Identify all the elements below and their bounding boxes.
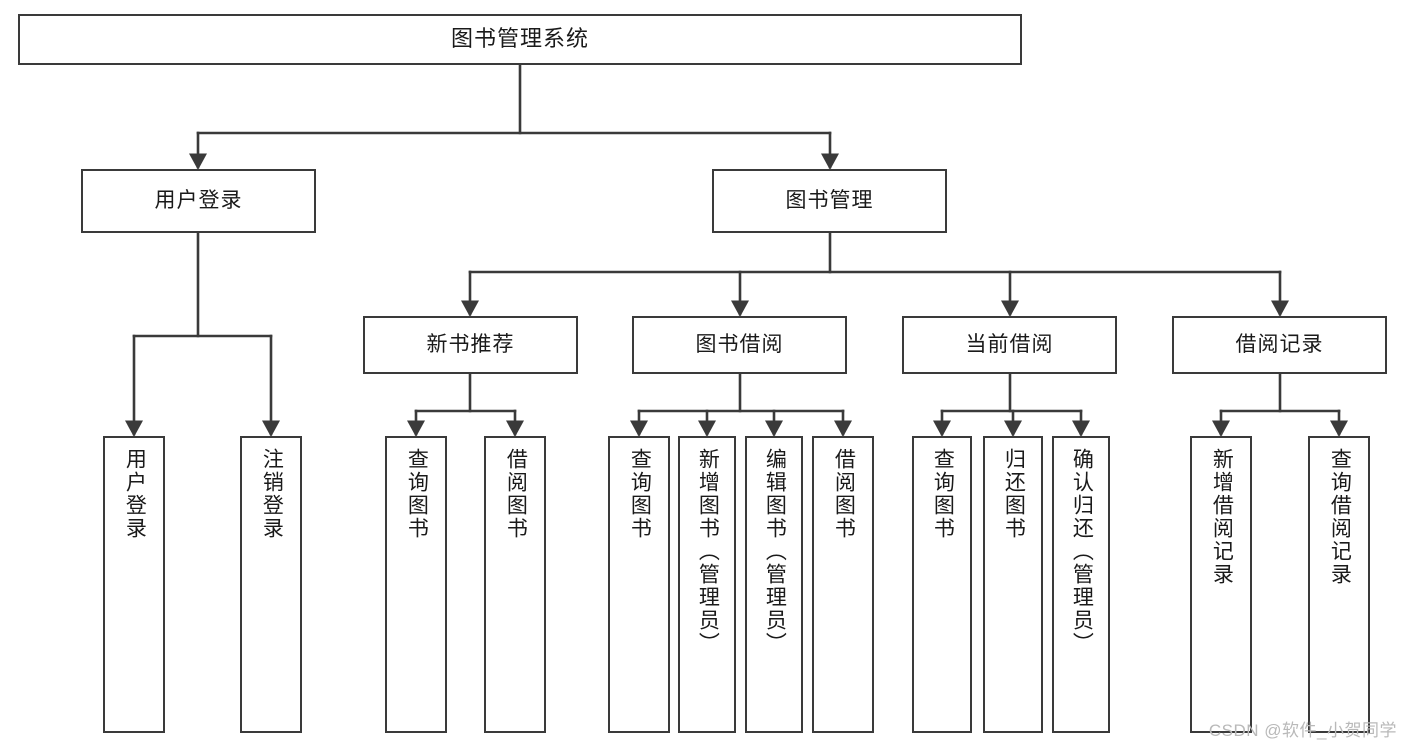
node-user-login[interactable]: 用户登录	[81, 169, 316, 233]
node-user-login-label: 用户登录	[154, 189, 243, 213]
node-book-manage-label: 图书管理	[785, 189, 874, 213]
node-leaf-query-record-label: 查询借阅记录	[1328, 448, 1352, 586]
node-new-book-recommend[interactable]: 新书推荐	[363, 316, 578, 374]
node-leaf-user-login-label: 用户登录	[123, 448, 147, 540]
node-leaf-borrow-book-2[interactable]: 借阅图书	[812, 436, 874, 733]
node-root-label: 图书管理系统	[450, 26, 589, 52]
node-leaf-borrow-book-1[interactable]: 借阅图书	[484, 436, 546, 733]
node-leaf-query-book-3[interactable]: 查询图书	[912, 436, 972, 733]
node-leaf-add-record-label: 新增借阅记录	[1210, 448, 1234, 586]
node-leaf-edit-book-label: 编辑图书（管理员）	[763, 448, 787, 655]
node-root[interactable]: 图书管理系统	[18, 14, 1022, 65]
node-leaf-edit-book[interactable]: 编辑图书（管理员）	[745, 436, 803, 733]
node-leaf-query-book-1-label: 查询图书	[405, 448, 429, 540]
node-leaf-query-book-2[interactable]: 查询图书	[608, 436, 670, 733]
node-book-borrow-label: 图书借阅	[695, 333, 784, 357]
node-new-book-recommend-label: 新书推荐	[426, 333, 515, 357]
node-current-borrow[interactable]: 当前借阅	[902, 316, 1117, 374]
node-leaf-logout-label: 注销登录	[260, 448, 284, 540]
node-leaf-add-record[interactable]: 新增借阅记录	[1190, 436, 1252, 733]
node-book-borrow[interactable]: 图书借阅	[632, 316, 847, 374]
node-leaf-logout[interactable]: 注销登录	[240, 436, 302, 733]
node-leaf-add-book[interactable]: 新增图书（管理员）	[678, 436, 736, 733]
node-borrow-record[interactable]: 借阅记录	[1172, 316, 1387, 374]
node-leaf-query-book-3-label: 查询图书	[931, 448, 955, 540]
node-leaf-query-record[interactable]: 查询借阅记录	[1308, 436, 1370, 733]
node-leaf-query-book-1[interactable]: 查询图书	[385, 436, 447, 733]
node-leaf-add-book-label: 新增图书（管理员）	[696, 448, 720, 655]
node-leaf-query-book-2-label: 查询图书	[628, 448, 652, 540]
node-borrow-record-label: 借阅记录	[1235, 333, 1324, 357]
node-current-borrow-label: 当前借阅	[965, 333, 1054, 357]
csdn-watermark: CSDN @软件_小贺同学	[1208, 721, 1397, 740]
node-leaf-confirm-return-label: 确认归还（管理员）	[1070, 448, 1094, 655]
node-leaf-user-login[interactable]: 用户登录	[103, 436, 165, 733]
node-leaf-borrow-book-1-label: 借阅图书	[504, 448, 528, 540]
node-leaf-borrow-book-2-label: 借阅图书	[832, 448, 856, 540]
node-leaf-confirm-return[interactable]: 确认归还（管理员）	[1052, 436, 1110, 733]
node-leaf-return-book[interactable]: 归还图书	[983, 436, 1043, 733]
node-leaf-return-book-label: 归还图书	[1002, 448, 1026, 540]
node-book-manage[interactable]: 图书管理	[712, 169, 947, 233]
